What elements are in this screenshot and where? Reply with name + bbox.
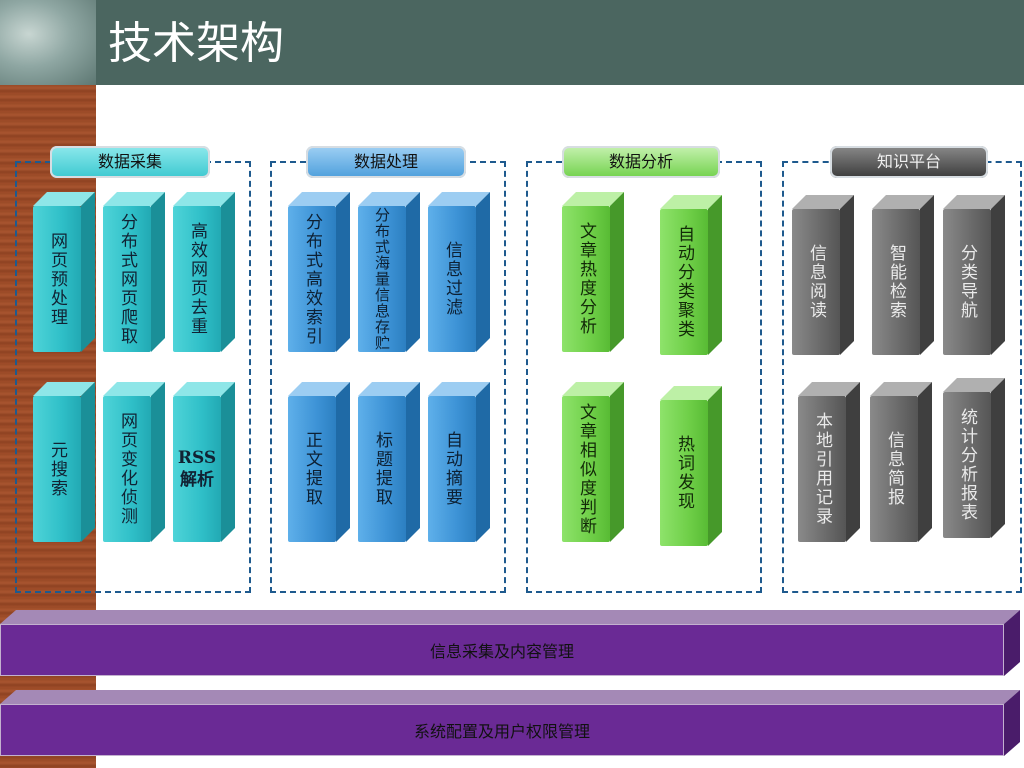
block-category-nav: 分类导航 xyxy=(943,195,1005,355)
bar-system-config: 系统配置及用户权限管理 xyxy=(0,690,1020,760)
block-distributed-crawl: 分布式网页爬取 xyxy=(103,192,165,352)
block-similarity: 文章相似度判断 xyxy=(562,382,624,542)
block-hot-words: 热词发现 xyxy=(660,386,722,546)
slide-title: 技术架构 xyxy=(108,18,284,69)
block-body-extract: 正文提取 xyxy=(288,382,350,542)
header-bar: 技术架构 xyxy=(0,0,1024,85)
block-info-read: 信息阅读 xyxy=(792,195,854,355)
block-smart-search: 智能检索 xyxy=(872,195,934,355)
panel-label-knowledge-platform: 知识平台 xyxy=(830,146,988,178)
block-mass-storage: 分布式海量信息存贮 xyxy=(358,192,420,352)
bar-content-management: 信息采集及内容管理 xyxy=(0,610,1020,680)
block-auto-summary: 自动摘要 xyxy=(428,382,490,542)
header-photo xyxy=(0,0,96,85)
panel-label-data-processing: 数据处理 xyxy=(306,146,466,178)
block-title-extract: 标题提取 xyxy=(358,382,420,542)
block-info-brief: 信息简报 xyxy=(870,382,932,542)
block-web-preprocess: 网页预处理 xyxy=(33,192,95,352)
panel-label-data-analysis: 数据分析 xyxy=(562,146,720,178)
block-rss-parse: RSS解析 xyxy=(173,382,235,542)
panel-label-data-collection: 数据采集 xyxy=(50,146,210,178)
block-stats-report: 统计分析报表 xyxy=(943,378,1005,538)
block-local-citation: 本地引用记录 xyxy=(798,382,860,542)
block-article-heat: 文章热度分析 xyxy=(562,192,624,352)
block-meta-search: 元搜索 xyxy=(33,382,95,542)
block-auto-cluster: 自动分类聚类 xyxy=(660,195,722,355)
block-dedup: 高效网页去重 xyxy=(173,192,235,352)
block-distributed-index: 分布式高效索引 xyxy=(288,192,350,352)
block-change-detect: 网页变化侦测 xyxy=(103,382,165,542)
block-info-filter: 信息过滤 xyxy=(428,192,490,352)
